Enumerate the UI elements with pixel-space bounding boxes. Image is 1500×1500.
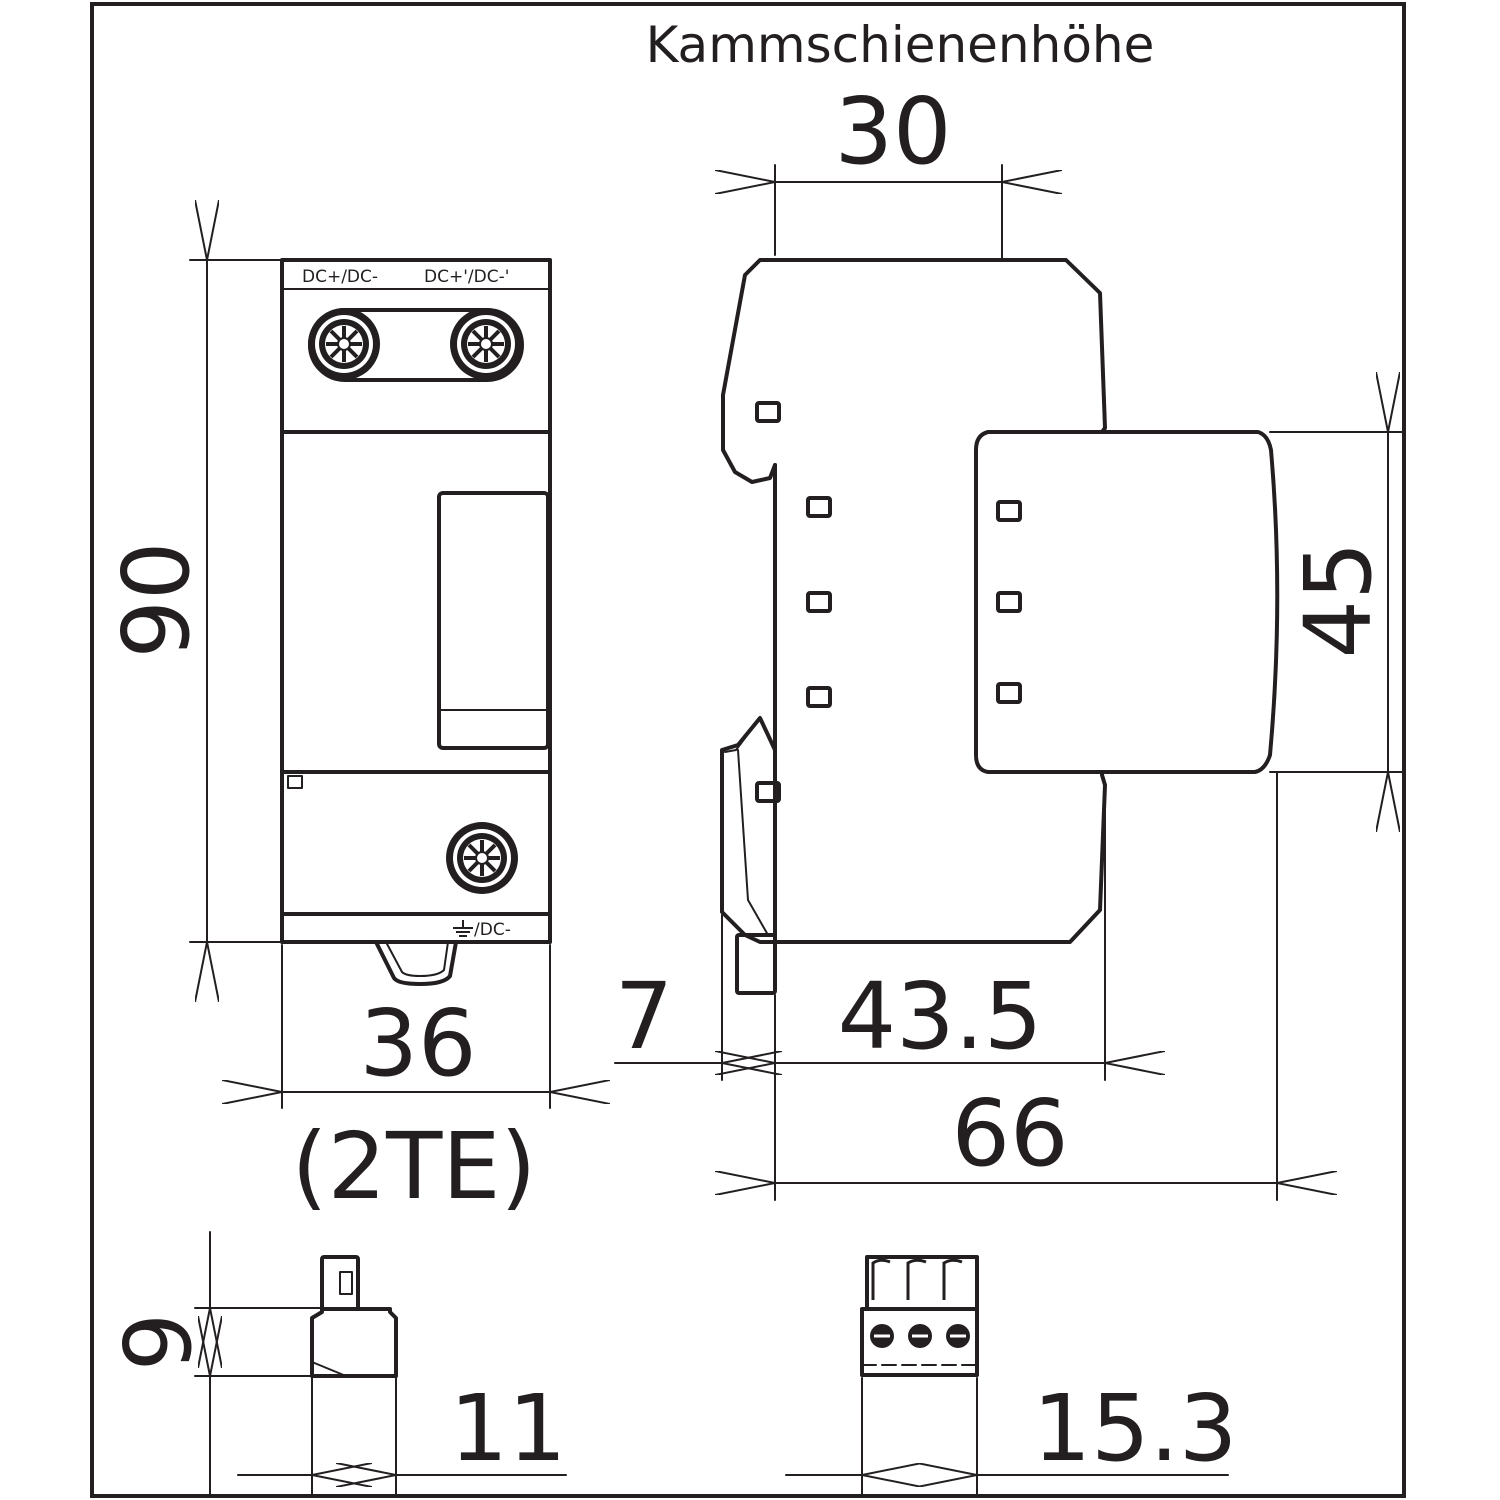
width-36-label: 36 <box>359 990 476 1097</box>
screw-terminal-icon <box>448 306 524 382</box>
screw-terminal-icon <box>444 820 520 896</box>
height-90-label: 90 <box>103 541 210 658</box>
front-dimensions: 90 36 (2TE) <box>103 260 550 1220</box>
terminal-label-top-right: DC+'/DC-' <box>424 267 509 287</box>
connector-width-11-label: 11 <box>449 1375 566 1482</box>
connector-front-dimensions: 15.3 <box>785 1375 1238 1497</box>
connector-width-15-3-label: 15.3 <box>1033 1375 1238 1482</box>
terminal-label-bottom: /DC- <box>474 920 511 940</box>
width-2te-label: (2TE) <box>292 1113 537 1220</box>
side-view <box>720 258 1280 995</box>
connector-front-view <box>860 1255 979 1377</box>
screw-terminal-icon <box>306 306 382 382</box>
terminal-label-top-left: DC+/DC- <box>302 267 378 287</box>
base-depth-43-5-label: 43.5 <box>838 963 1043 1070</box>
busbar-height-title: Kammschienenhöhe <box>646 16 1155 74</box>
connector-side-view <box>310 1255 398 1378</box>
total-depth-66-label: 66 <box>951 1080 1068 1187</box>
connector-side-dimensions: 9 11 <box>105 1231 567 1497</box>
frame-border <box>90 2 1406 1498</box>
front-view: DC+/DC- DC+'/DC-' /DC- <box>280 258 552 986</box>
busbar-height-30-label: 30 <box>834 78 951 185</box>
module-height-45-label: 45 <box>1285 541 1392 658</box>
rail-offset-7-label: 7 <box>615 963 674 1070</box>
side-dimensions: 30 45 7 43.5 66 <box>614 78 1406 1201</box>
ground-symbol-icon <box>453 920 473 937</box>
connector-height-9-label: 9 <box>105 1313 212 1372</box>
